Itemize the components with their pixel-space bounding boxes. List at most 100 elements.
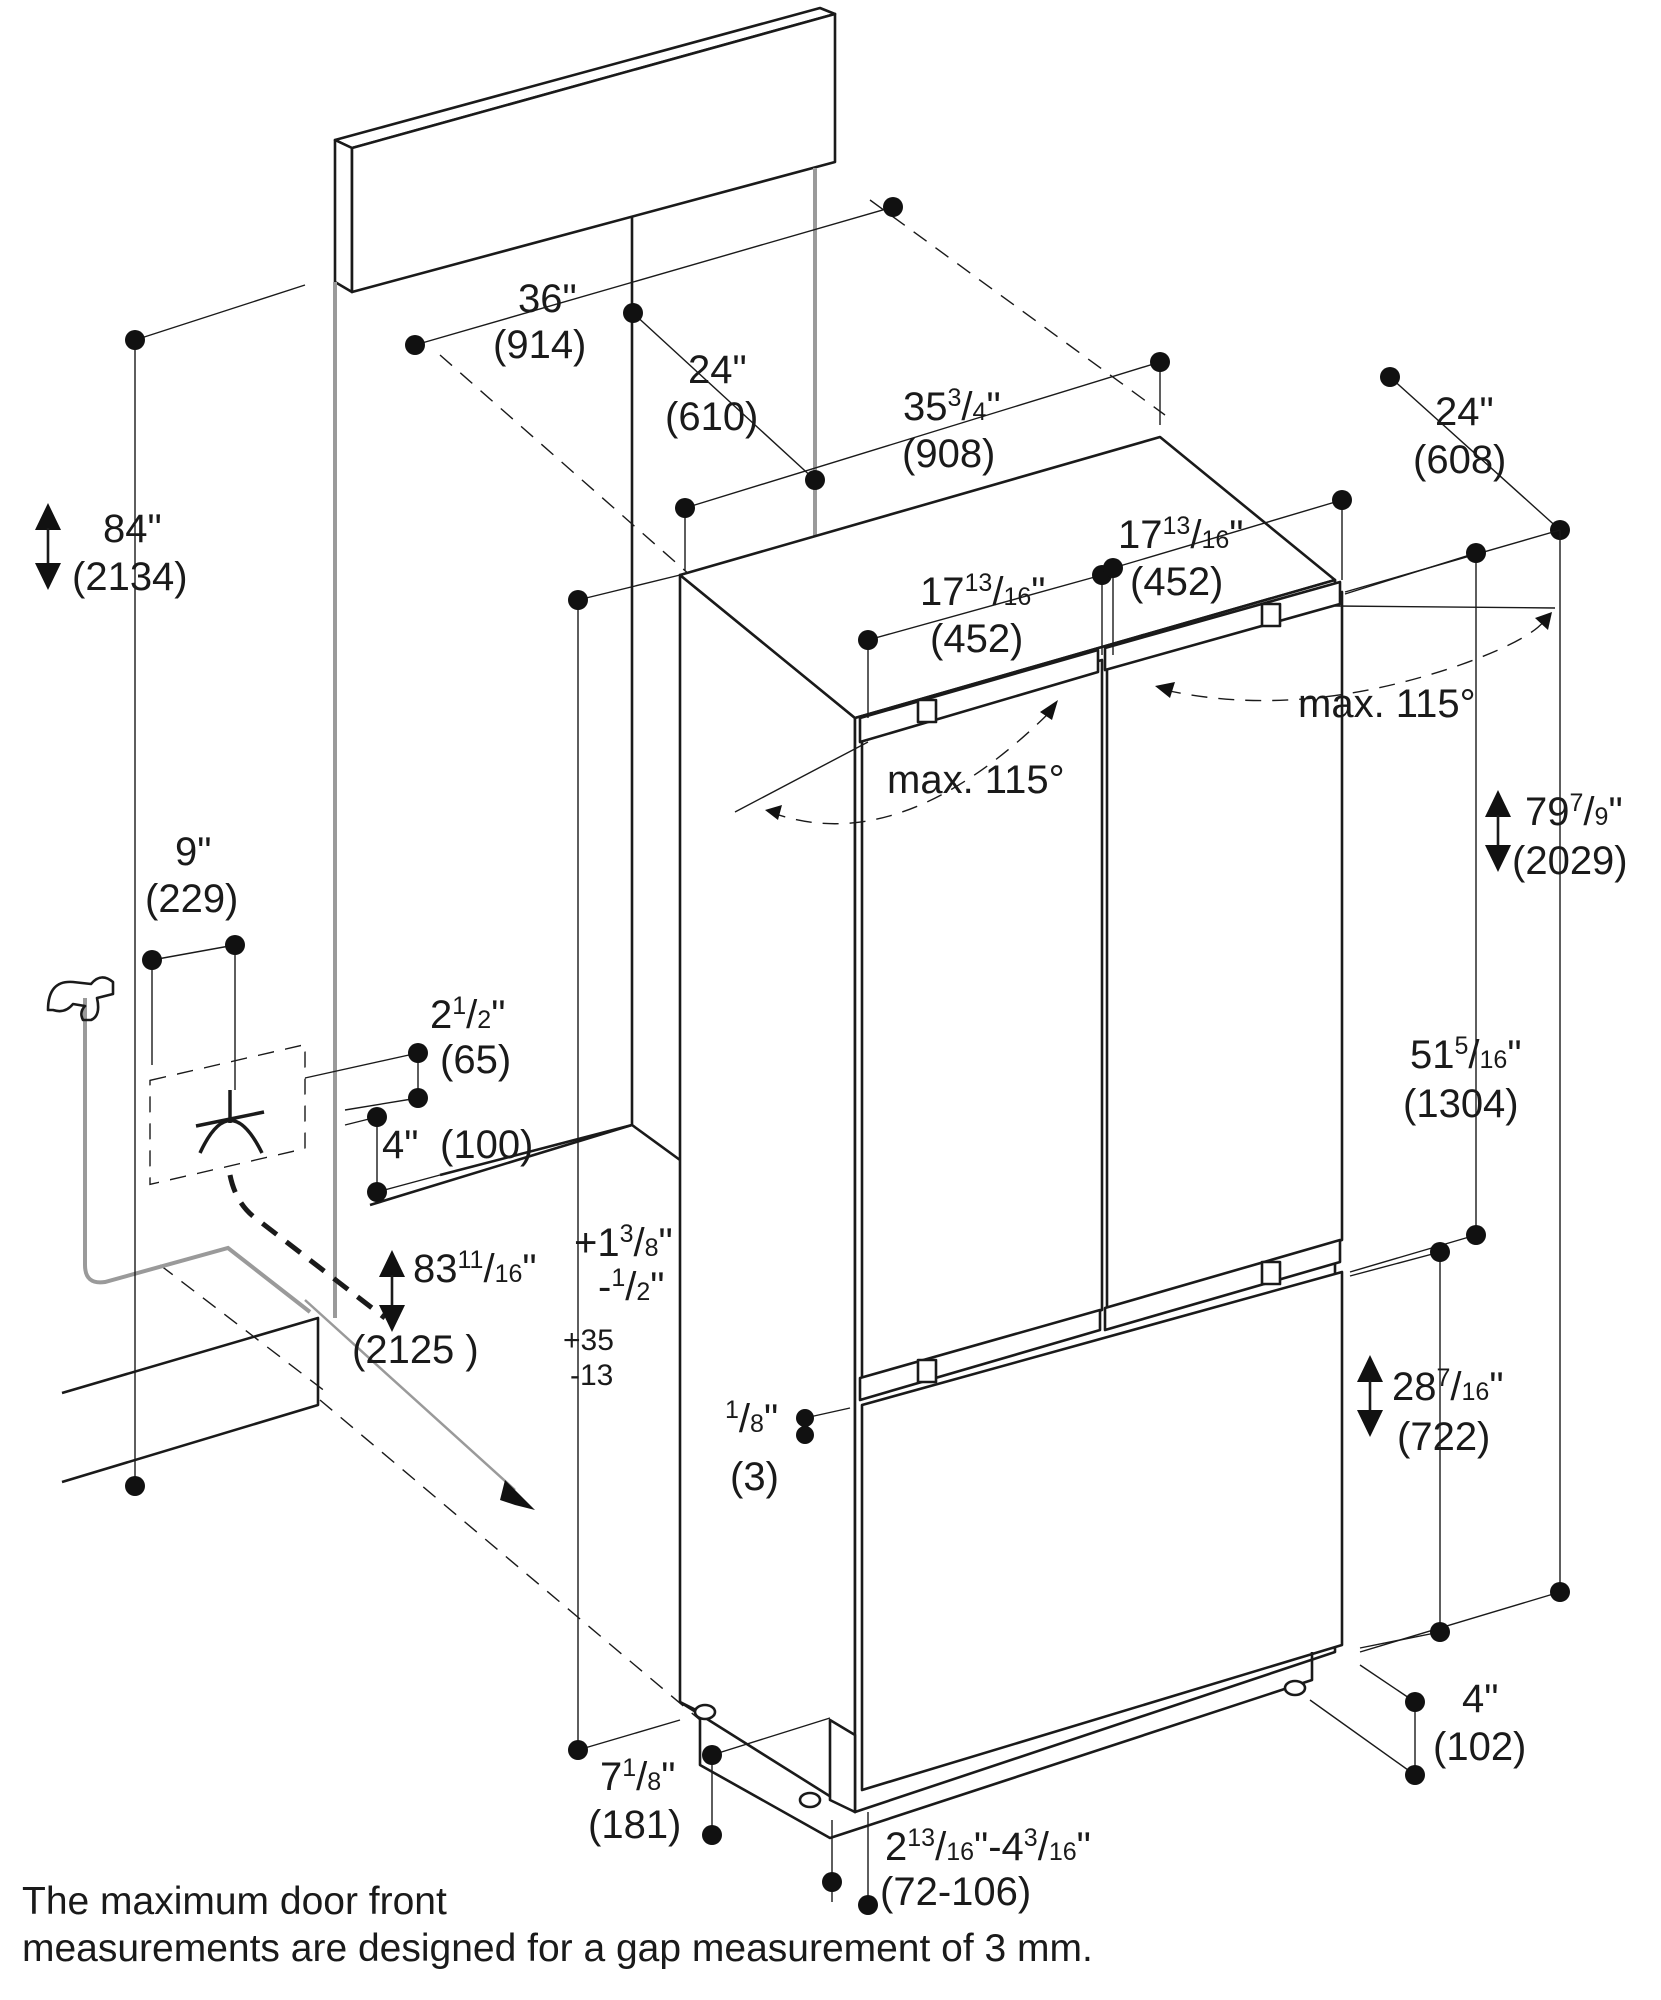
water-height-in: 4" (382, 1123, 418, 1167)
note-line-1: The maximum door front (22, 1880, 447, 1923)
dim-dot (568, 590, 588, 610)
toe-kick-height-mm: (72-106) (880, 1870, 1031, 1914)
water-height-mm: (100) (440, 1123, 533, 1167)
upper-door-ext-2 (1349, 1234, 1477, 1273)
dim-dot (883, 197, 903, 217)
water-offset-in: 9" (175, 830, 211, 874)
door-width-left-mm: (452) (930, 617, 1023, 661)
dim-dot (367, 1182, 387, 1202)
adjacent-cabinet (61, 1316, 320, 1484)
depth-guide-4 (159, 1264, 331, 1396)
dim-dot (405, 335, 425, 355)
door-gap-mm: (3) (730, 1455, 779, 1499)
niche-floor-back (369, 1123, 633, 1207)
dim-dot (1150, 352, 1170, 372)
lower-door-ext-2 (1359, 1631, 1441, 1649)
toe-kick-depth-ext (1359, 1664, 1416, 1703)
right-swing-arrow (1155, 682, 1175, 698)
left-swing-arc (769, 711, 1051, 825)
refrigerator (678, 435, 1556, 1840)
water-box-in: 21/2" (430, 992, 505, 1037)
niche-width-in: 36" (518, 277, 577, 321)
door-width-right-in: 1713/16" (1118, 512, 1243, 557)
left-swing-line (734, 741, 869, 813)
double-arrows (35, 503, 1511, 1437)
foot-left-front (798, 1791, 822, 1809)
dim-dot (822, 1872, 842, 1892)
niche-height-ext (134, 284, 306, 341)
dim-dot (805, 470, 825, 490)
dim-dot (367, 1107, 387, 1127)
handle-cap-left (916, 698, 938, 724)
side-setback-mm: (181) (588, 1803, 681, 1847)
install-height-ext (577, 574, 681, 601)
arrow-84 (35, 503, 61, 590)
dim-dot (1332, 490, 1352, 510)
right-swing-arc (1164, 619, 1546, 702)
unit-width-mm: (908) (902, 432, 995, 476)
dim-dot (623, 303, 643, 323)
lower-door-height-in: 287/16" (1392, 1364, 1504, 1409)
niche-outline (61, 6, 1166, 1721)
niche-depth-in: 24" (688, 348, 747, 392)
install-height-ext-2 (577, 1719, 681, 1751)
niche-depth-mm: (610) (665, 395, 758, 439)
unit-depth-in: 24" (1435, 390, 1494, 434)
dim-dot (408, 1088, 428, 1108)
water-tap-icon (46, 976, 115, 1022)
freezer-drawer (860, 1270, 1344, 1792)
tolerance-minus-mm: -13 (570, 1359, 613, 1392)
dim-dot (796, 1409, 814, 1427)
dim-dot (796, 1426, 814, 1444)
floor-arrow-head (500, 1480, 535, 1510)
dim-dot (225, 935, 245, 955)
soffit-front (350, 12, 837, 294)
arrow-83 (379, 1250, 405, 1332)
dim-dot (1405, 1692, 1425, 1712)
right-swing-arrow-2 (1535, 612, 1552, 630)
niche-height-mm: (2134) (72, 555, 188, 599)
water-height-ext-2 (376, 1174, 441, 1193)
right-swing-line (1334, 605, 1556, 609)
door-width-right-mm: (452) (1130, 560, 1223, 604)
toe-kick-height-in: 213/16"-43/16" (885, 1824, 1091, 1869)
dim-dot (568, 1740, 588, 1760)
dim-dot (1550, 1582, 1570, 1602)
niche-width-line (414, 206, 894, 346)
water-box-mm: (65) (440, 1038, 511, 1082)
bottom-cap-left (916, 1358, 938, 1384)
soffit-side (333, 138, 354, 294)
door-width-left-in: 1713/16" (920, 569, 1045, 614)
niche-width-mm: (914) (493, 323, 586, 367)
water-valve-handle (195, 1110, 265, 1128)
unit-width-in: 353/4" (903, 384, 1001, 429)
lower-door-height-mm: (722) (1397, 1415, 1490, 1459)
dim-dot (142, 950, 162, 970)
unit-depth-line (1389, 376, 1561, 531)
dim-dot (1380, 367, 1400, 387)
dim-dot (702, 1745, 722, 1765)
handle-cap-right (1260, 602, 1282, 628)
water-box-ext-2 (344, 1097, 419, 1111)
door-gap-in: 1/8" (725, 1396, 778, 1441)
unit-height-ext-2 (1359, 1591, 1561, 1653)
door-swing-right: max. 115° (1298, 682, 1476, 726)
dim-dot (1466, 543, 1486, 563)
dim-dot (408, 1043, 428, 1063)
note-line-2: measurements are designed for a gap meas… (22, 1927, 1093, 1970)
dim-dot (675, 498, 695, 518)
dimension-labels: 36" (914) 24" (610) 84" (2134) 353/4" (9… (72, 277, 1628, 1914)
unit-depth-mm: (608) (1413, 438, 1506, 482)
floor-line-back (439, 1123, 633, 1177)
bottom-cap-right (1260, 1260, 1282, 1286)
dim-dot (1430, 1622, 1450, 1642)
toe-kick-depth-in: 4" (1462, 1677, 1498, 1721)
water-offset-mm: (229) (145, 877, 238, 921)
install-height-mm: (2125 ) (352, 1328, 479, 1372)
arrow-28 (1357, 1355, 1383, 1437)
fridge-side-panel (678, 573, 857, 1814)
dim-dot (1466, 1225, 1486, 1245)
door-swing-left: max. 115° (887, 758, 1065, 802)
arrow-79 (1485, 790, 1511, 872)
